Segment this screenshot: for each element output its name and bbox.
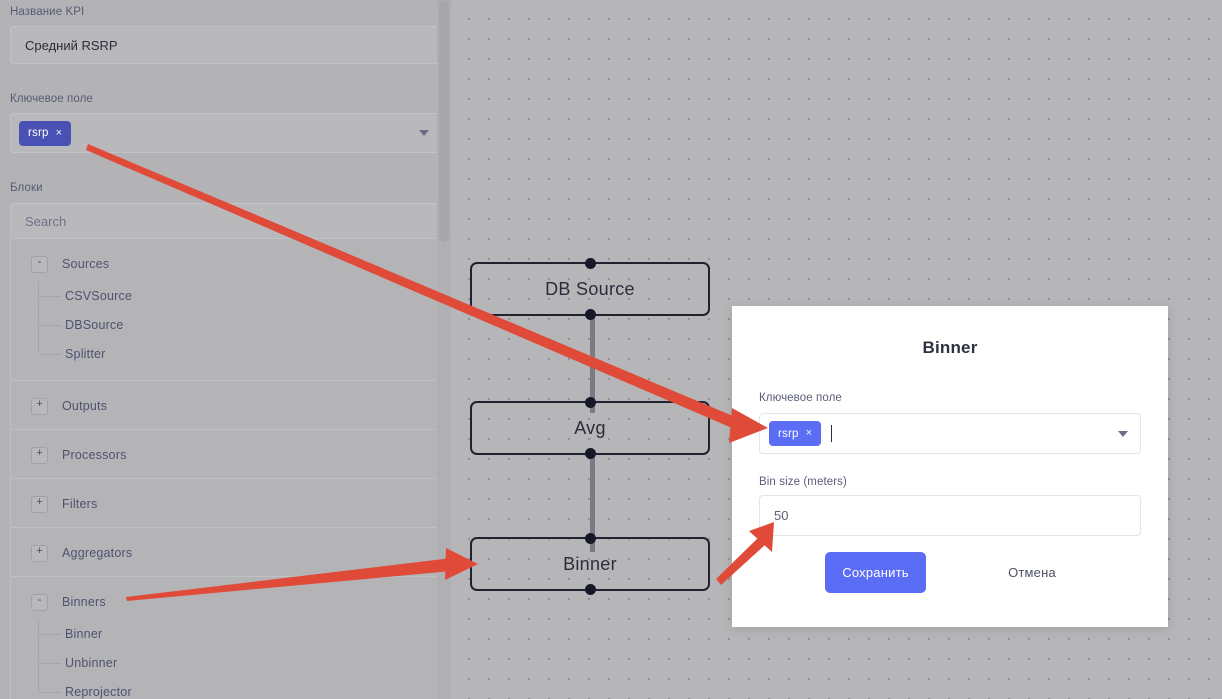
tree-group-label: Outputs [62, 399, 108, 413]
tree-group-label: Sources [62, 257, 110, 271]
modal-title: Binner [922, 338, 978, 357]
tree-group-header[interactable]: + Filters [11, 493, 437, 515]
cancel-button[interactable]: Отмена [977, 552, 1087, 593]
panel-scrollbar[interactable] [437, 0, 451, 699]
tree-item-unbinner[interactable]: Unbinner [39, 648, 437, 677]
collapse-icon[interactable]: - [31, 255, 48, 273]
modal-key-field-label: Ключевое поле [759, 392, 842, 404]
expand-icon[interactable]: + [31, 397, 48, 415]
modal-key-field-chip-rsrp[interactable]: rsrp × [769, 421, 822, 446]
kpi-name-input[interactable]: Средний RSRP [10, 26, 437, 64]
kpi-name-label: Название KPI [10, 6, 85, 18]
expand-icon[interactable]: + [31, 446, 48, 464]
expand-icon[interactable]: + [31, 544, 48, 562]
tree-group-label: Processors [62, 448, 127, 462]
key-field-label: Ключевое поле [10, 93, 93, 105]
tree-group-header[interactable]: -Binners [11, 591, 437, 613]
chevron-down-icon[interactable] [419, 130, 429, 136]
key-field-multiselect[interactable]: rsrp × [10, 113, 437, 153]
tree-group-label: Binners [62, 595, 106, 609]
tree-item-dbsource[interactable]: DBSource [39, 310, 437, 339]
save-button[interactable]: Сохранить [825, 552, 926, 593]
tree-group-filters: + Filters [11, 479, 437, 528]
flow-node-label: Binner [563, 553, 617, 574]
edge-avg-binner [590, 452, 595, 552]
collapse-icon[interactable]: - [31, 593, 48, 611]
panel-scrollbar-thumb[interactable] [439, 0, 449, 242]
expand-icon[interactable]: + [31, 495, 48, 513]
tree-group-outputs: + Outputs [11, 381, 437, 430]
node-output-port[interactable] [584, 584, 596, 595]
tree-group-label: Aggregators [62, 546, 133, 560]
key-field-chip-rsrp[interactable]: rsrp × [19, 120, 72, 146]
chip-label: rsrp [28, 127, 49, 139]
flow-node-db-source[interactable]: DB Source [470, 258, 710, 320]
left-config-panel: Название KPI Средний RSRP Ключевое поле … [0, 0, 437, 699]
blocks-search-input[interactable]: Search [10, 203, 437, 239]
tree-group-aggregators: + Aggregators [11, 528, 437, 577]
flow-node-avg[interactable]: Avg [470, 397, 710, 459]
bin-size-input[interactable]: 50 [759, 495, 1141, 536]
flow-node-label: Avg [574, 417, 606, 438]
chip-remove-icon[interactable]: × [55, 126, 63, 139]
chevron-down-icon[interactable] [1118, 430, 1128, 437]
tree-group-label: Filters [62, 497, 98, 511]
tree-item-splitter[interactable]: Splitter [39, 339, 437, 368]
flow-node-label: DB Source [545, 278, 635, 299]
tree-item-reprojector[interactable]: Reprojector [39, 677, 437, 699]
tree-group-header[interactable]: + Outputs [11, 395, 437, 417]
node-output-port[interactable] [584, 309, 596, 320]
node-output-port[interactable] [584, 448, 596, 459]
modal-bin-size-label: Bin size (meters) [759, 476, 847, 488]
tree-group-header[interactable]: + Processors [11, 444, 437, 466]
blocks-label: Блоки [10, 182, 43, 194]
node-input-port[interactable] [584, 397, 596, 408]
tree-group-header[interactable]: -Sources [11, 253, 437, 275]
node-input-port[interactable] [584, 533, 596, 544]
tree-item-csvsource[interactable]: CSVSource [39, 281, 437, 310]
text-cursor [831, 425, 833, 442]
node-input-port[interactable] [584, 258, 596, 269]
modal-key-field-multiselect[interactable]: rsrp × [759, 413, 1141, 454]
flow-node-binner[interactable]: Binner [470, 533, 710, 595]
chip-label: rsrp [778, 427, 799, 440]
binner-config-modal: Binner Ключевое поле rsrp × Bin size (me… [732, 306, 1168, 627]
tree-group-processors: + Processors [11, 430, 437, 479]
chip-remove-icon[interactable]: × [805, 427, 813, 439]
tree-item-binner[interactable]: Binner [39, 619, 437, 648]
tree-group-header[interactable]: + Aggregators [11, 542, 437, 564]
